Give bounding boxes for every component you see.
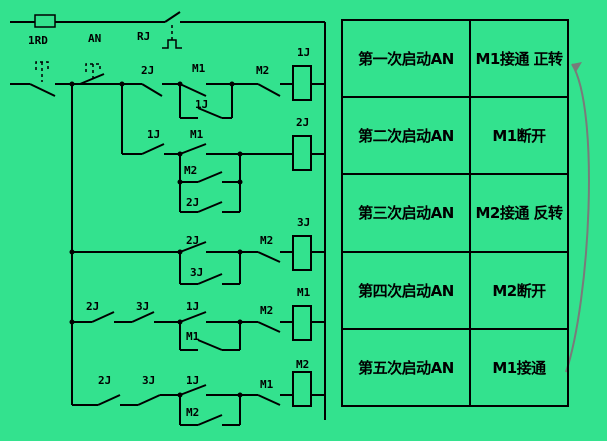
coil-label: 1J <box>297 46 310 59</box>
coil-2j <box>292 135 312 171</box>
action-cell: 第二次启动AN <box>341 96 471 176</box>
contact-label: 1J <box>186 374 199 387</box>
coil-label: 2J <box>296 116 309 129</box>
contact-label: M2 <box>184 164 197 177</box>
action-cell: 第三次启动AN <box>341 173 471 253</box>
cycle-arrow <box>565 63 590 373</box>
contact-label: M2 <box>256 64 269 77</box>
coil-label: 3J <box>297 216 310 229</box>
left-rail <box>10 61 122 405</box>
contact-label: M2 <box>186 406 199 419</box>
table-row: 第四次启动AN M2断开 <box>341 250 569 330</box>
fuse-label: 1RD <box>28 34 48 47</box>
table-row: 第三次启动AN M2接通 反转 <box>341 173 569 253</box>
coil-1j <box>292 65 312 101</box>
rung-3 <box>72 235 325 285</box>
rung-5 <box>72 371 325 426</box>
result-cell: M1接通 <box>469 327 569 408</box>
contact-label: 1J <box>147 128 160 141</box>
contact-label: M1 <box>190 128 204 141</box>
contact-label: 2J <box>186 196 199 209</box>
contact-label: M1 <box>192 62 206 75</box>
contact-label: M1 <box>260 378 274 391</box>
contact-label: 3J <box>190 266 203 279</box>
result-cell: M2断开 <box>469 250 569 330</box>
table-row: 第二次启动AN M1断开 <box>341 96 569 176</box>
arrow-head-icon <box>572 62 582 72</box>
contact-label: 2J <box>98 374 111 387</box>
action-cell: 第四次启动AN <box>341 250 471 330</box>
rung-2 <box>122 135 325 213</box>
contact-label: 3J <box>142 374 155 387</box>
action-cell: 第五次启动AN <box>341 327 471 408</box>
contact-label: M1 <box>186 330 200 343</box>
coil-label: M2 <box>296 358 309 371</box>
thermal-relay-label: RJ <box>137 30 150 43</box>
table-row: 第五次启动AN M1接通 <box>341 327 569 408</box>
contact-label: 3J <box>136 300 149 313</box>
contact-label: 1J <box>186 300 199 313</box>
fuse-symbol <box>34 14 56 28</box>
result-cell: M1接通 正转 <box>469 18 569 99</box>
coil-m2 <box>292 371 312 407</box>
coil-label: M1 <box>297 286 311 299</box>
sequence-table: 第一次启动AN M1接通 正转 第二次启动AN M1断开 第三次启动AN M2接… <box>341 18 569 408</box>
result-cell: M1断开 <box>469 96 569 176</box>
contact-label: 1J <box>195 98 208 111</box>
start-button-label: AN <box>88 32 101 45</box>
contact-label: 2J <box>141 64 154 77</box>
coil-m1 <box>292 305 312 341</box>
table-row: 第一次启动AN M1接通 正转 <box>341 18 569 99</box>
contact-label: M2 <box>260 234 273 247</box>
rung-1 <box>119 65 325 154</box>
contact-label: 2J <box>186 234 199 247</box>
contact-label: M2 <box>260 304 273 317</box>
contact-label: 2J <box>86 300 99 313</box>
top-rail <box>10 11 326 420</box>
action-cell: 第一次启动AN <box>341 18 471 99</box>
rung-4 <box>72 305 325 351</box>
coil-3j <box>292 235 312 271</box>
result-cell: M2接通 反转 <box>469 173 569 253</box>
